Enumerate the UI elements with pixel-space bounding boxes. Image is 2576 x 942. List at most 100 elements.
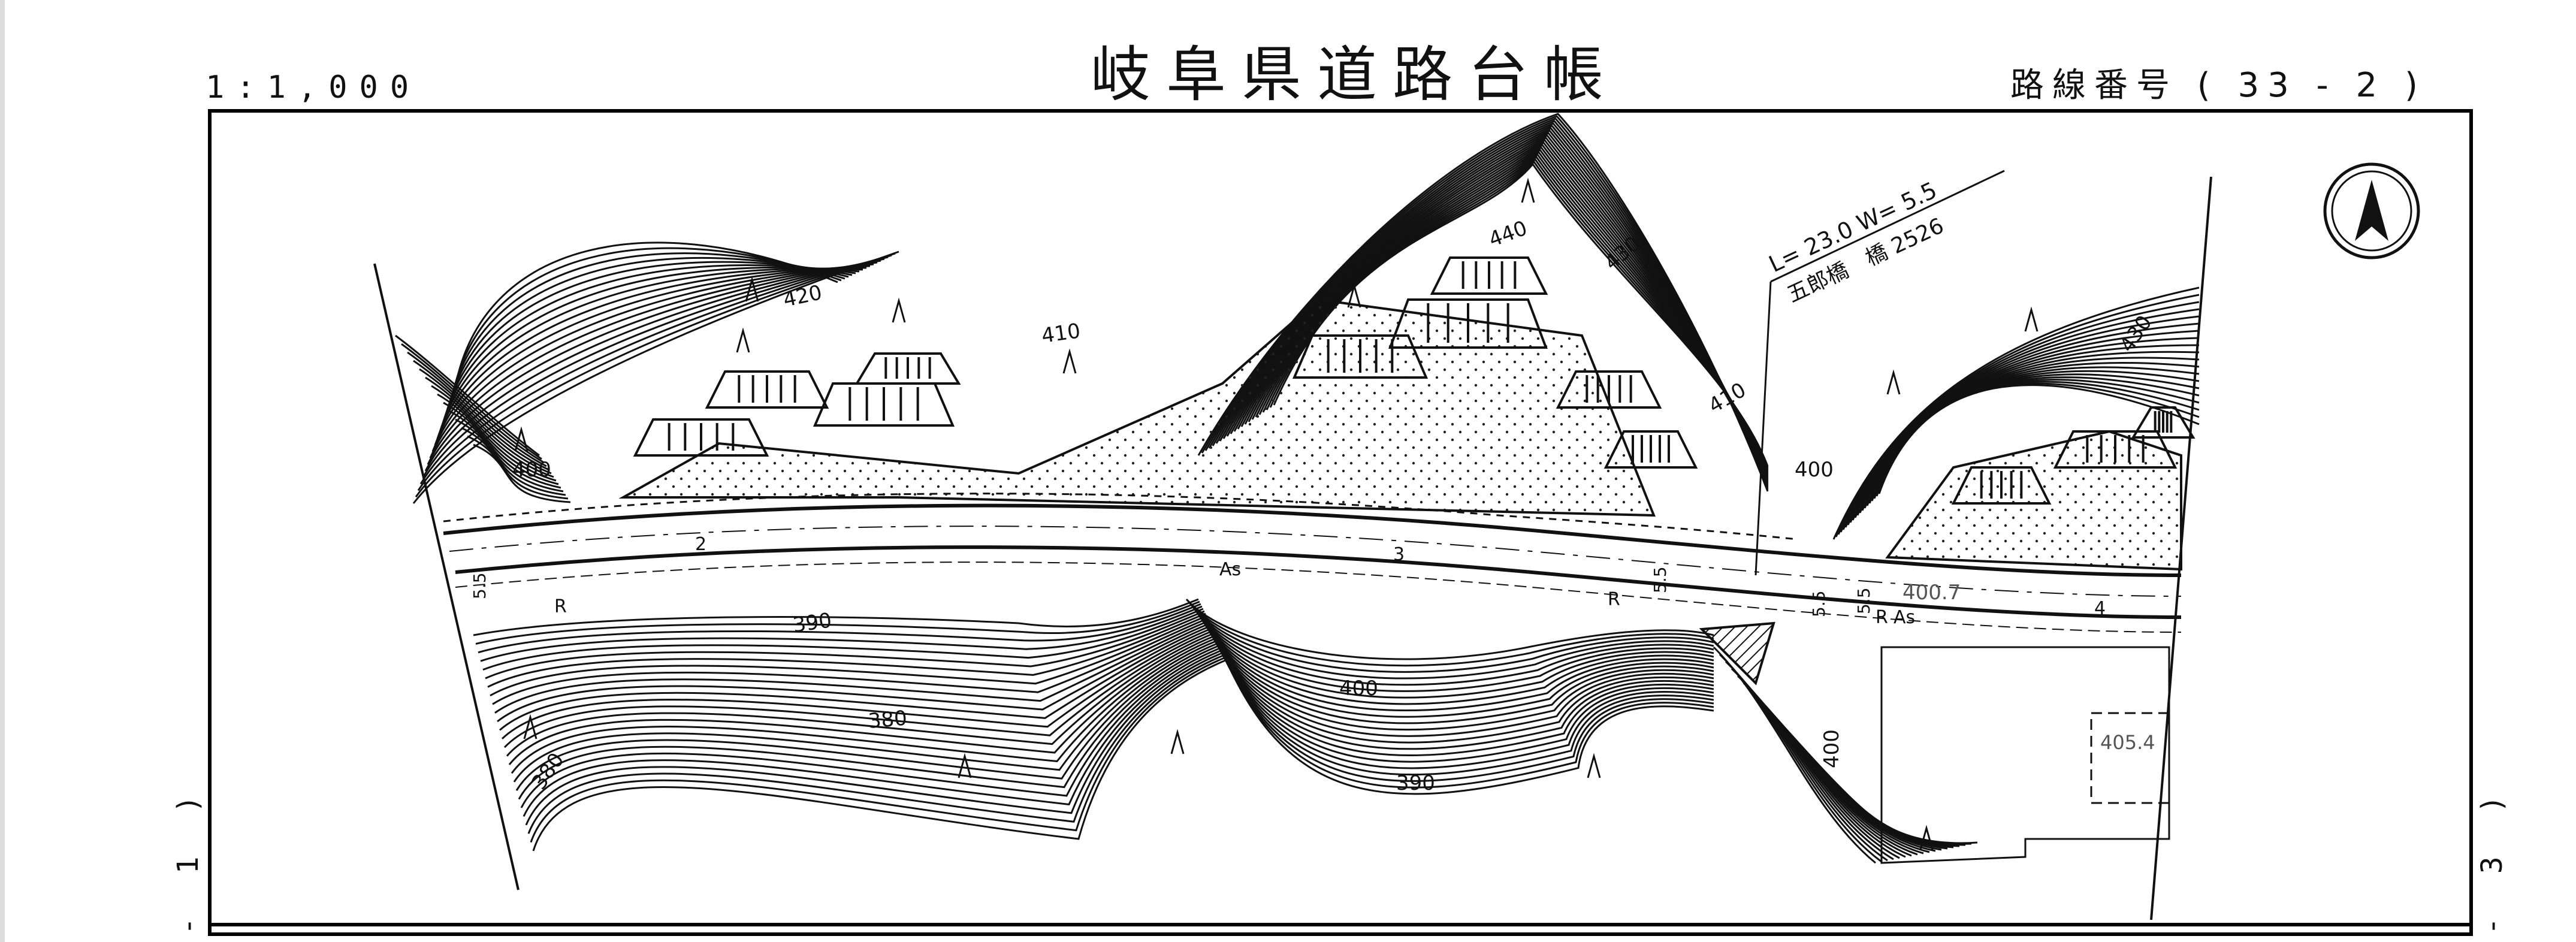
road-label: 5.5	[1854, 587, 1874, 614]
map-frame	[208, 109, 2473, 936]
contour-line	[467, 435, 569, 500]
north-arrow-icon	[2323, 162, 2420, 259]
contour-line	[1188, 601, 1714, 673]
contour-label: 400	[1820, 729, 1844, 768]
vegetation-symbol	[1919, 825, 1934, 850]
terrace-block	[633, 418, 769, 457]
road-center	[443, 493, 2182, 633]
contour-line	[401, 343, 542, 460]
contour-line	[415, 252, 896, 498]
contour-line	[461, 427, 566, 496]
contour-line	[525, 651, 1225, 826]
terrace-block	[705, 370, 829, 409]
contour-line	[1200, 613, 1714, 737]
contour-line	[1194, 607, 1714, 705]
contour-label: 390	[792, 608, 833, 638]
contour-line	[515, 641, 1221, 791]
scale-label: 1:1,000	[206, 70, 421, 105]
vegetation-symbol	[2024, 306, 2039, 332]
contour-label: 420	[781, 280, 825, 312]
contour-line	[1204, 618, 1714, 763]
embankment-areas	[618, 298, 2182, 686]
contour-line	[511, 636, 1218, 774]
road-label: 4	[2094, 598, 2106, 619]
contour-line	[487, 612, 1206, 688]
contour-label: 390	[1396, 771, 1435, 795]
road-label: 5.5	[470, 572, 490, 599]
contour-line	[1195, 608, 1714, 712]
contour-line	[473, 598, 1199, 636]
contour-line	[523, 648, 1224, 817]
contour-line	[482, 608, 1204, 671]
contour-line	[527, 653, 1227, 834]
contour-line	[520, 646, 1223, 808]
contour-line	[446, 256, 849, 413]
vegetation-symbol	[523, 714, 537, 739]
contour-line	[497, 622, 1211, 723]
contour-line	[490, 615, 1207, 697]
contour-line	[1197, 611, 1714, 724]
contour-line	[1773, 718, 1936, 852]
contour-line	[1273, 162, 1769, 467]
contour-line	[508, 634, 1217, 765]
contour-line	[475, 600, 1200, 645]
vegetation-symbol	[1170, 729, 1185, 754]
road-label: 3	[1393, 544, 1405, 565]
road-label: R	[1876, 607, 1888, 628]
contour-line	[499, 624, 1212, 731]
contour-line	[441, 264, 856, 426]
contour-line	[1202, 615, 1714, 750]
contour-line	[501, 627, 1213, 739]
terrace-block	[1430, 256, 1548, 295]
contour-line	[431, 385, 554, 478]
contour-line	[480, 605, 1203, 662]
contour-line	[455, 418, 564, 493]
contour-lines-lower	[473, 598, 1978, 864]
terrace-blocks	[633, 256, 2196, 505]
road-label: 2	[695, 534, 706, 555]
contour-line	[1878, 384, 2200, 494]
contour-line	[451, 247, 842, 400]
contour-line	[436, 267, 863, 439]
contour-line	[437, 393, 557, 482]
contour-line	[1190, 603, 1714, 686]
road-label: 5.5	[1650, 566, 1670, 593]
contour-line	[424, 259, 881, 472]
contour-line	[422, 258, 885, 478]
spot-height: 400.7	[1902, 581, 1961, 605]
contour-line	[1192, 606, 1714, 699]
contour-label: 400	[1795, 458, 1834, 482]
contour-line	[1185, 599, 1714, 660]
terrace-block	[1951, 466, 2052, 505]
contour-line	[1206, 619, 1714, 769]
road-label: R	[1608, 589, 1620, 610]
terrace-block	[2053, 430, 2178, 469]
contour-label: 410	[1705, 378, 1750, 418]
vegetation-symbol	[736, 327, 750, 353]
contour-line	[407, 351, 545, 464]
terrace-block	[1603, 430, 1698, 469]
contour-line	[1209, 623, 1714, 789]
contour-line	[478, 603, 1201, 654]
page-title: 岐阜県道路台帳	[1091, 40, 1619, 110]
vegetation-symbol	[745, 276, 759, 302]
contour-line	[518, 644, 1222, 800]
map-symbols	[514, 177, 2039, 850]
contour-line	[431, 265, 871, 452]
contour-label: 410	[1040, 319, 1082, 348]
contour-line	[1207, 620, 1714, 776]
contour-line	[419, 368, 549, 471]
contour-line	[1196, 609, 1714, 718]
vegetation-symbol	[1521, 177, 1535, 203]
contour-line	[1201, 614, 1714, 744]
contour-line	[434, 267, 867, 446]
terrace-block	[1292, 334, 1429, 379]
contour-line	[485, 610, 1205, 680]
vegetation-symbol	[1886, 369, 1901, 395]
vegetation-symbol	[1347, 282, 1361, 308]
contour-line	[413, 360, 547, 467]
contour-line	[503, 629, 1215, 748]
contour-line	[506, 632, 1216, 757]
contour-line	[492, 617, 1209, 705]
